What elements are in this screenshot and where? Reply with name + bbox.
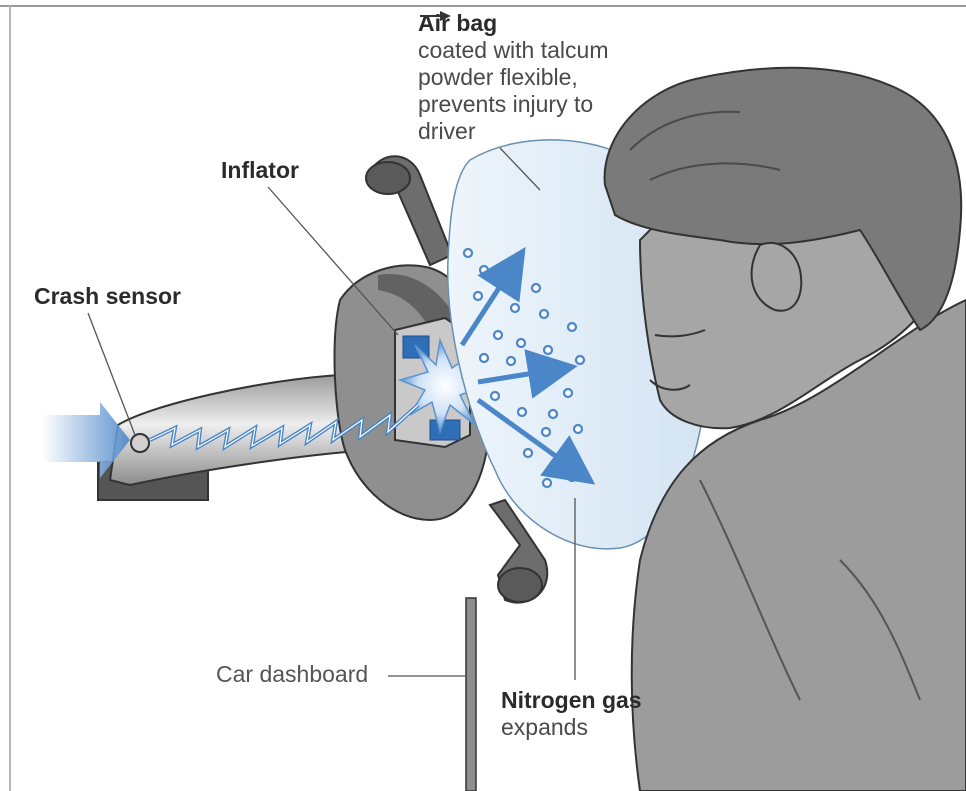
right-arrow-icon (418, 10, 452, 22)
nitrogen-gas-title: Nitrogen gas (501, 687, 642, 714)
car-dashboard-title: Car dashboard (216, 661, 368, 687)
inflator-title: Inflator (221, 157, 299, 184)
air-bag-desc-line4: driver (418, 118, 608, 145)
crash-sensor-title: Crash sensor (34, 283, 181, 310)
air-bag-desc-line2: powder flexible, (418, 64, 608, 91)
inflator-label: Inflator (221, 157, 299, 184)
air-bag-label: Air bag coated with talcum powder flexib… (418, 10, 608, 145)
air-bag-desc-flexible: flexible, (500, 64, 578, 90)
nitrogen-gas-desc: expands (501, 714, 642, 741)
air-bag-desc-powder: powder (418, 64, 493, 90)
car-dashboard-label: Car dashboard (216, 661, 368, 688)
air-bag-desc-line3: prevents injury to (418, 91, 608, 118)
crash-sensor-label: Crash sensor (34, 283, 181, 310)
car-dashboard (466, 598, 476, 791)
nitrogen-gas-label: Nitrogen gas expands (501, 687, 642, 741)
air-bag-desc-line1: coated with talcum (418, 37, 608, 64)
